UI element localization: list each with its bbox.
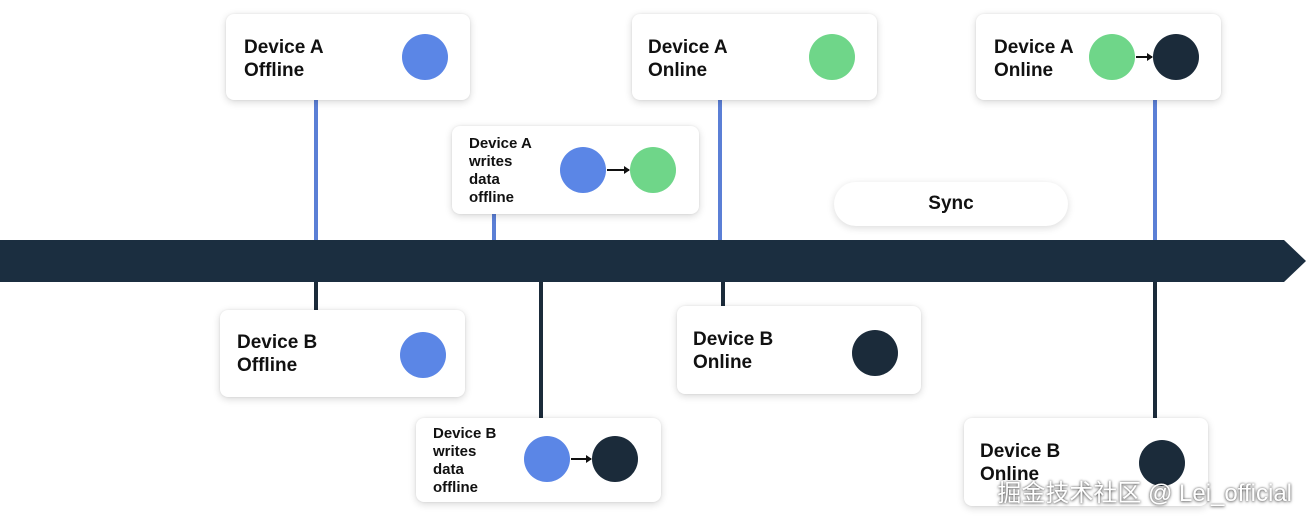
write-label-line: data — [469, 171, 500, 188]
online-state-dot — [809, 34, 855, 80]
device-name: Device A — [648, 37, 728, 58]
offline-state-dot — [402, 34, 448, 80]
offline-state-dot — [400, 332, 446, 378]
device-state: Online — [648, 60, 708, 81]
device-b-write-card: Device B writes data offline — [416, 418, 661, 502]
device-state: Online — [693, 352, 753, 373]
sync-arrow — [1136, 53, 1153, 61]
write-label-line: offline — [469, 189, 514, 206]
device-name: Device B — [693, 329, 774, 350]
device-name: Device B — [980, 441, 1061, 462]
after-state-dot — [592, 436, 638, 482]
device-name: Device A — [244, 37, 324, 58]
sync-label: Sync — [834, 182, 1068, 226]
device-b-offline-card: Device B Offline — [220, 310, 465, 397]
after-sync-dot — [1153, 34, 1199, 80]
device-a-offline-card: Device A Offline — [226, 14, 470, 100]
device-name: Device A — [994, 37, 1074, 58]
device-state: Online — [994, 60, 1054, 81]
timeline-arrowhead — [1284, 240, 1306, 282]
timeline-bar — [0, 240, 1284, 282]
device-a-write-card: Device A writes data offline — [452, 126, 699, 214]
device-b-write-connector — [539, 282, 543, 418]
device-b-offline-connector — [314, 282, 318, 310]
device-name: Device B — [237, 332, 318, 353]
write-label-line: Device A — [469, 135, 532, 152]
write-label-line: Device B — [433, 425, 497, 442]
watermark-text: 掘金技术社区 @ Lei_official — [997, 480, 1292, 507]
device-b-online-connector — [721, 282, 725, 306]
device-b-online-synced-card: Device B Online — [964, 418, 1208, 506]
after-state-dot — [630, 147, 676, 193]
write-label-line: writes — [469, 153, 513, 170]
state-change-arrow — [571, 455, 592, 463]
device-state: Offline — [237, 355, 298, 376]
device-a-online-connector — [718, 100, 722, 240]
device-state: Offline — [244, 60, 305, 81]
device-state: Online — [980, 464, 1040, 485]
device-b-online-card: Device B Online — [677, 306, 921, 394]
write-label-line: offline — [433, 479, 478, 496]
before-state-dot — [524, 436, 570, 482]
device-a-offline-connector — [314, 100, 318, 240]
online-state-dot — [852, 330, 898, 376]
before-state-dot — [560, 147, 606, 193]
device-b-online-2-connector — [1153, 282, 1157, 418]
state-change-arrow — [607, 166, 630, 174]
before-sync-dot — [1089, 34, 1135, 80]
device-a-online-2-connector — [1153, 100, 1157, 240]
write-label-line: data — [433, 461, 464, 478]
device-a-write-connector — [492, 214, 496, 240]
online-state-dot — [1139, 440, 1185, 486]
device-a-online-synced-card: Device A Online — [976, 14, 1221, 100]
device-a-online-card: Device A Online — [632, 14, 877, 100]
write-label-line: writes — [433, 443, 477, 460]
